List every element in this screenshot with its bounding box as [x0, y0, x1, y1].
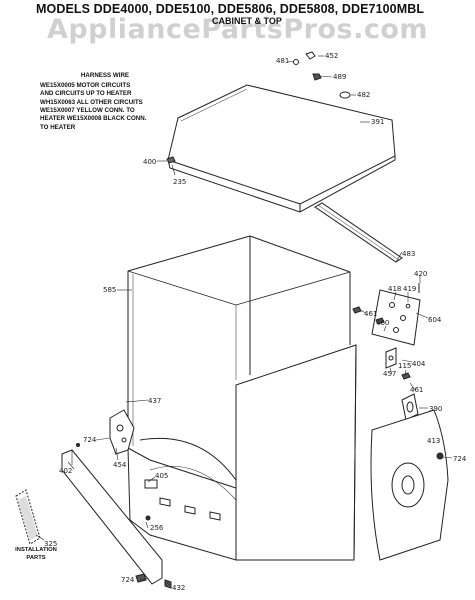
right-bracket — [352, 283, 421, 380]
toe-kick-panel — [61, 449, 163, 585]
harness-line: HEATER WE15X0008 BLACK CONN. — [40, 115, 147, 123]
part-label: 405 — [155, 472, 168, 480]
watermark: AppliancePartsPros.com — [46, 14, 429, 45]
part-label: 604 — [428, 316, 442, 324]
screws — [76, 443, 172, 589]
part-label: 413 — [427, 437, 440, 445]
part-label: 390 — [429, 405, 442, 413]
part-label: 481 — [276, 57, 289, 65]
part-label: 724 — [83, 436, 97, 444]
harness-line: AND CIRCUITS UP TO HEATER — [40, 90, 132, 98]
installation-panel — [15, 489, 41, 545]
diagram-title: MODELS DDE4000, DDE5100, DDE5806, DDE580… — [36, 2, 425, 16]
part-label: 115 — [398, 362, 411, 370]
front-bracket — [109, 409, 135, 455]
top-panel — [167, 84, 396, 213]
part-label: 724 — [453, 455, 467, 463]
part-label: 432 — [172, 584, 185, 592]
part-label: 482 — [357, 91, 370, 99]
harness-title: HARNESS WIRE — [80, 72, 130, 80]
harness-line: WE15X0005 MOTOR CIRCUITS — [40, 81, 131, 89]
part-label: 461 — [410, 386, 423, 394]
part-label: 235 — [173, 178, 186, 186]
top-hardware — [166, 51, 351, 164]
part-label: 483 — [402, 250, 415, 258]
part-label: 437 — [148, 397, 161, 405]
diagram-subtitle: CABINET & TOP — [212, 16, 282, 26]
part-label: 454 — [113, 461, 127, 469]
rear-strip — [314, 202, 403, 263]
part-number-labels: 481 452 489 482 391 400 235 483 420 585 … — [44, 52, 467, 592]
part-label: 402 — [59, 467, 72, 475]
part-label: 391 — [371, 118, 384, 126]
harness-line: WE15X0007 YELLOW CONN. TO — [40, 107, 135, 115]
part-label: 419 — [403, 285, 416, 293]
rear-cover — [370, 409, 449, 561]
part-label: 325 — [44, 540, 57, 548]
installation-parts-label: INSTALLATION PARTS — [15, 547, 57, 561]
part-label: 418 — [388, 285, 401, 293]
part-label: 457 — [383, 370, 396, 378]
cabinet — [127, 235, 357, 561]
part-label: 404 — [412, 360, 426, 368]
part-label: 452 — [325, 52, 338, 60]
part-label: 420 — [414, 270, 427, 278]
harness-line: TO HEATER — [40, 123, 76, 131]
leader-lines — [35, 55, 453, 586]
part-label: 489 — [333, 73, 346, 81]
part-label: 724 — [121, 576, 135, 584]
part-label: 585 — [103, 286, 116, 294]
lamp-holder — [401, 393, 419, 421]
harness-line: WH15X0063 ALL OTHER CIRCUITS — [40, 98, 143, 106]
part-label: 256 — [150, 524, 164, 532]
part-label: 461 — [364, 310, 377, 318]
part-label: 400 — [143, 158, 156, 166]
part-label: 460 — [376, 319, 389, 327]
